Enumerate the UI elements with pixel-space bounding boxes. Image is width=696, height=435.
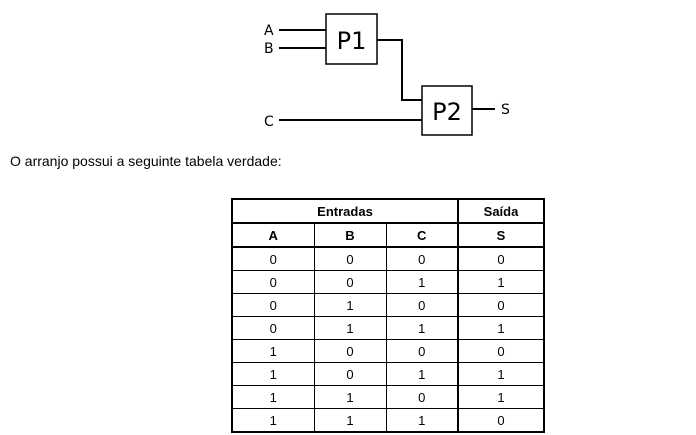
table-row: 1 0 0 0 (231, 339, 545, 363)
input-label-a: A (264, 23, 274, 39)
wire-p1-p2 (377, 39, 422, 101)
cell-b: 1 (313, 316, 387, 340)
cell-c: 1 (385, 316, 459, 340)
gate-p1-label: P1 (337, 27, 367, 55)
cell-a: 0 (231, 316, 315, 340)
column-header-s: S (457, 222, 545, 248)
cell-s: 1 (457, 316, 545, 340)
cell-b: 0 (313, 339, 387, 363)
cell-a: 1 (231, 362, 315, 386)
input-label-b: B (264, 41, 274, 57)
table-row: 1 1 1 0 (231, 408, 545, 433)
cell-s: 1 (457, 362, 545, 386)
output-label-s: S (501, 102, 510, 118)
cell-b: 0 (313, 246, 387, 271)
column-header-b: B (313, 222, 387, 248)
cell-s: 0 (457, 293, 545, 317)
cell-a: 0 (231, 270, 315, 294)
column-header-c: C (385, 222, 459, 248)
table-row: 1 0 1 1 (231, 362, 545, 386)
cell-s: 0 (457, 246, 545, 271)
cell-b: 0 (313, 270, 387, 294)
cell-c: 1 (385, 408, 459, 433)
table-row: 0 1 1 1 (231, 316, 545, 340)
table-row: 0 0 1 1 (231, 270, 545, 294)
cell-a: 1 (231, 339, 315, 363)
cell-b: 0 (313, 362, 387, 386)
cell-b: 1 (313, 385, 387, 409)
gate-p2-label: P2 (432, 98, 462, 126)
table-column-header-row: A B C S (231, 222, 545, 248)
cell-c: 0 (385, 293, 459, 317)
cell-c: 0 (385, 246, 459, 271)
table-group-header-row: Entradas Saída (231, 198, 545, 224)
cell-s: 1 (457, 385, 545, 409)
cell-s: 0 (457, 408, 545, 433)
cell-a: 0 (231, 293, 315, 317)
cell-c: 1 (385, 362, 459, 386)
cell-s: 1 (457, 270, 545, 294)
truth-table: Entradas Saída A B C S 0 0 0 0 0 0 1 1 0… (231, 198, 545, 433)
cell-s: 0 (457, 339, 545, 363)
cell-c: 1 (385, 270, 459, 294)
table-row: 0 1 0 0 (231, 293, 545, 317)
header-inputs: Entradas (231, 198, 459, 224)
table-row: 0 0 0 0 (231, 246, 545, 271)
table-row: 1 1 0 1 (231, 385, 545, 409)
cell-c: 0 (385, 385, 459, 409)
cell-a: 0 (231, 246, 315, 271)
cell-c: 0 (385, 339, 459, 363)
caption-text: O arranjo possui a seguinte tabela verda… (10, 153, 282, 169)
column-header-a: A (231, 222, 315, 248)
gate-p2-box (421, 85, 473, 136)
header-output: Saída (457, 198, 545, 224)
cell-a: 1 (231, 385, 315, 409)
input-label-c: C (264, 114, 274, 130)
cell-a: 1 (231, 408, 315, 433)
cell-b: 1 (313, 408, 387, 433)
cell-b: 1 (313, 293, 387, 317)
circuit-diagram: A B C P1 P2 S (264, 13, 510, 136)
gate-p1-box (325, 13, 378, 65)
